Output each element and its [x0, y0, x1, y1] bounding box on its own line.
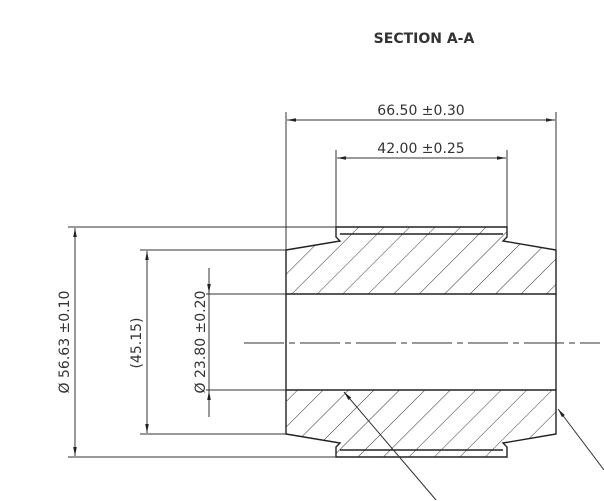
dim-overall-length: 66.50 ±0.30	[377, 103, 464, 119]
leader-bore	[343, 391, 437, 501]
dim-reference-diameter: (45.15)	[129, 317, 145, 368]
section-bottom-half	[285, 389, 557, 458]
dim-bore-diameter: Ø 23.80 ±0.20	[193, 291, 209, 394]
section-title: SECTION A-A	[374, 31, 475, 47]
leader-outer	[557, 408, 604, 471]
section-top-half	[285, 226, 557, 295]
dim-flange-length: 42.00 ±0.25	[377, 141, 464, 157]
dim-outer-diameter: Ø 56.63 ±0.10	[57, 291, 73, 394]
